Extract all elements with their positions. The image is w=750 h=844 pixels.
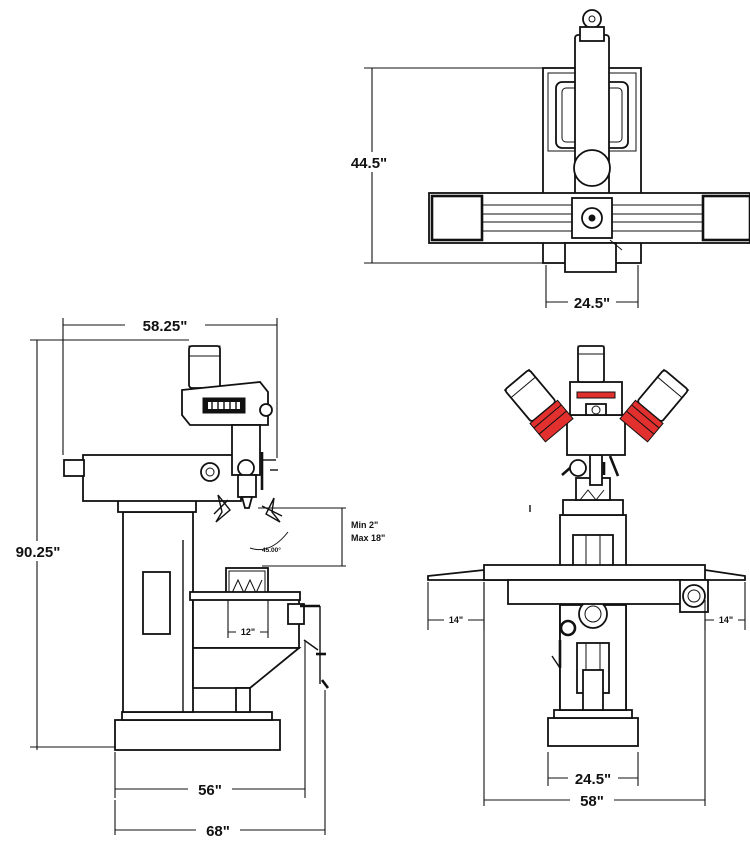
side-view-elevating-screw	[235, 687, 251, 713]
side-view: 58.25" 90.25" 56" 68" 12	[5, 315, 385, 840]
dim-side-depth: 68"	[114, 690, 326, 840]
front-view-table-top	[483, 564, 706, 581]
side-view-quill	[237, 474, 257, 498]
side-view-knee	[192, 597, 300, 649]
dim-side-depth-label: 68"	[206, 823, 230, 840]
dim-top-depth-label: 44.5"	[351, 155, 387, 172]
dim-front-base-label: 24.5"	[575, 771, 611, 788]
front-view-table-feed	[682, 584, 706, 608]
dim-side-travel-label: 12"	[241, 627, 255, 637]
side-view-motor	[188, 345, 221, 389]
top-view-ram-cap-bolt	[588, 15, 596, 23]
dim-side-travel: 12"	[227, 600, 269, 639]
dim-front-overall-label: 58"	[580, 793, 604, 810]
dim-front-left: 14"	[427, 582, 485, 630]
dim-spindle-range: Min 2" Max 18"	[258, 507, 385, 567]
front-view-quill	[589, 454, 603, 486]
front-view-turret	[562, 499, 624, 516]
dim-front-right-label: 14"	[719, 615, 733, 625]
dim-side-height-label: 90.25"	[16, 544, 61, 561]
front-view-motor	[577, 345, 605, 383]
dim-side-base-label: 56"	[198, 782, 222, 799]
top-view-table-right-end	[701, 194, 750, 242]
top-view-ram-cap	[582, 9, 602, 29]
side-view-table-edge	[189, 591, 301, 601]
dim-side-height: 90.25"	[5, 339, 189, 750]
side-view-base-top	[121, 711, 273, 721]
dim-head-tilt-label: 45.00°	[262, 546, 281, 554]
front-view-quill-handle	[569, 459, 587, 477]
front-view-tilted-head-right	[619, 368, 690, 443]
front-view-base	[547, 717, 639, 747]
top-view-spindle-housing	[573, 149, 611, 187]
side-view-column-door	[142, 571, 171, 635]
dim-side-width-label: 58.25"	[143, 318, 188, 335]
front-view-crank	[551, 619, 577, 669]
side-view-base	[114, 719, 281, 751]
dim-front-left-label: 14"	[449, 615, 463, 625]
side-view-knee-lower	[192, 647, 302, 689]
front-view-tilted-head-left	[503, 368, 574, 443]
front-view-head-body	[566, 414, 626, 456]
dim-front-base: 24.5"	[547, 752, 639, 788]
dim-top-depth: 44.5"	[342, 67, 543, 264]
dim-side-base: 56"	[114, 640, 306, 799]
front-view-head-red-band	[576, 391, 616, 399]
dim-spindle-min-label: Min 2"	[351, 520, 378, 530]
side-view-ram-end	[63, 459, 85, 477]
side-view-crank	[287, 603, 330, 689]
dim-side-width: 58.25"	[62, 315, 278, 458]
front-view-saddle	[507, 579, 683, 605]
top-view-ram-neck	[579, 26, 605, 42]
front-view: 14" 14" 24.5" 58"	[427, 345, 746, 810]
side-view-ram-pivot	[200, 462, 220, 482]
side-view-spindle-nose	[240, 496, 254, 509]
dim-front-overall: 58"	[483, 582, 706, 810]
top-view-table-left-end	[430, 194, 484, 242]
dim-head-tilt: 45.00°	[249, 531, 289, 554]
dim-top-width: 24.5"	[545, 265, 639, 312]
dim-spindle-max-label: Max 18"	[351, 533, 385, 543]
top-view: 44.5" 24.5"	[342, 9, 750, 312]
dim-top-width-label: 24.5"	[574, 295, 610, 312]
dim-front-right: 14"	[704, 582, 746, 630]
top-view-knee	[564, 242, 617, 273]
